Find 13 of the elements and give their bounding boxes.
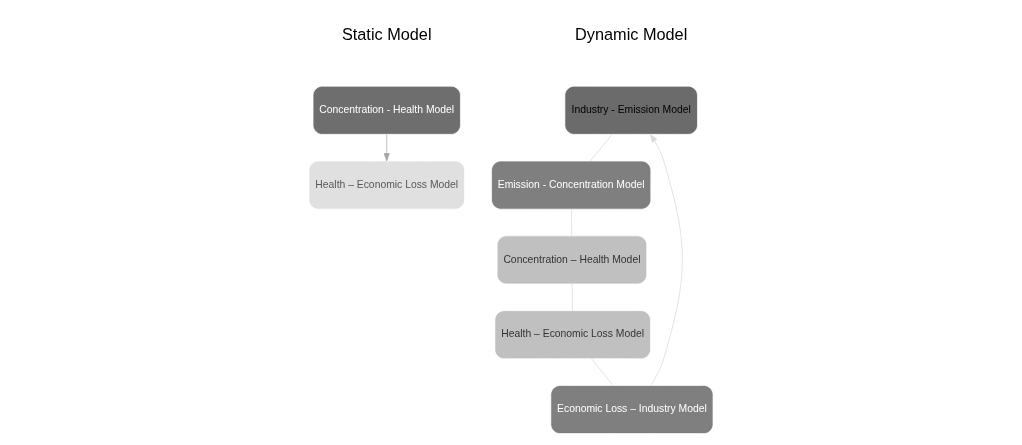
connector [591,358,614,386]
node-box: Health – Economic Loss Model [308,160,465,210]
node-box: Economic Loss – Industry Model [550,385,714,434]
node-box: Health – Economic Loss Model [494,310,651,360]
label: Dynamic Model [575,24,688,43]
node-box: Industry - Emission Model [564,85,698,135]
connector [590,134,613,162]
node-box: Concentration – Health Model [496,235,648,285]
arrow [650,134,683,386]
node-box: Emission - Concentration Model [491,160,652,210]
node-box: Concentration - Health Model [312,85,461,135]
label: Static Model [341,24,432,43]
arrow [383,134,390,162]
